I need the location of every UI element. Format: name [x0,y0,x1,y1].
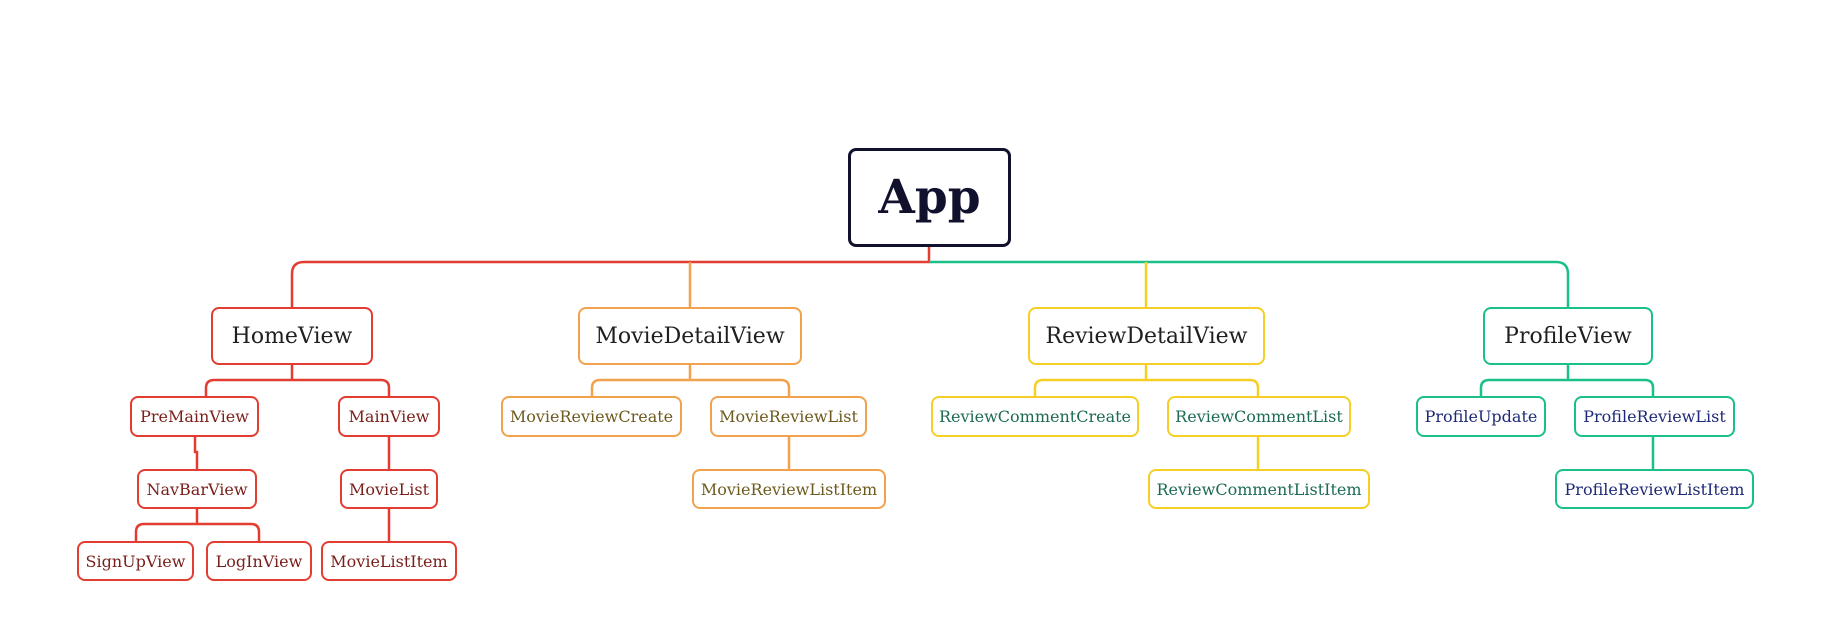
connector-root-right [929,260,1570,308]
node-app[interactable]: App [848,148,1011,247]
node-reviewdetailview[interactable]: ReviewDetailView [1028,307,1265,365]
node-profileupdate[interactable]: ProfileUpdate [1416,396,1546,437]
node-movielistitem[interactable]: MovieListItem [321,541,457,581]
node-profilereviewlistitem[interactable]: ProfileReviewListItem [1555,469,1754,509]
node-premainview[interactable]: PreMainView [130,396,259,437]
node-profilereviewlist[interactable]: ProfileReviewList [1574,396,1735,437]
connector-movie-children [590,364,791,396]
connector-home-children [204,364,391,396]
connector-root-home [290,247,931,308]
node-loginview[interactable]: LogInView [206,541,312,581]
node-moviereviewlistitem[interactable]: MovieReviewListItem [692,469,886,509]
node-homeview[interactable]: HomeView [211,307,373,365]
connector-review-children [1033,364,1260,396]
node-moviedetailview[interactable]: MovieDetailView [578,307,802,365]
node-reviewcommentlistitem[interactable]: ReviewCommentListItem [1148,469,1370,509]
node-moviereviewlist[interactable]: MovieReviewList [710,396,867,437]
node-reviewcommentlist[interactable]: ReviewCommentList [1167,396,1351,437]
connector-navbar-children [134,509,261,541]
node-signupview[interactable]: SignUpView [77,541,194,581]
node-profileview[interactable]: ProfileView [1483,307,1653,365]
node-navbarview[interactable]: NavBarView [137,469,257,509]
node-reviewcommentcreate[interactable]: ReviewCommentCreate [931,396,1139,437]
node-movielist[interactable]: MovieList [340,469,438,509]
connector-profile-children [1479,364,1655,396]
connector-premain-navbar [193,437,199,469]
node-mainview[interactable]: MainView [338,396,440,437]
node-moviereviewcreate[interactable]: MovieReviewCreate [501,396,682,437]
